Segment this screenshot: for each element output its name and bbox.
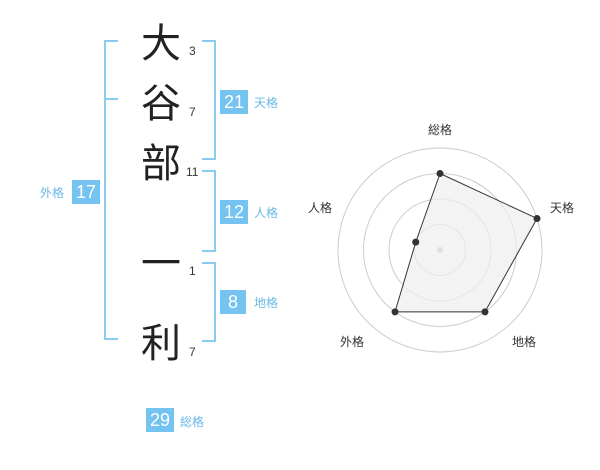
stroke-count-2: 7 (189, 105, 196, 119)
chikaku-bracket (202, 262, 216, 342)
radar-label-jinkaku: 人格 (308, 201, 333, 215)
jinkaku-label: 人格 (254, 206, 279, 220)
stroke-count-1: 3 (189, 44, 196, 58)
gaikaku-value: 17 (72, 180, 100, 204)
stroke-count-4: 1 (189, 264, 196, 278)
radar-label-chikaku: 地格 (512, 335, 537, 349)
tenkaku-bracket (202, 40, 216, 160)
name-char-2: 谷 (141, 81, 181, 127)
radar-polygon (394, 172, 538, 313)
radar-ring (337, 147, 543, 353)
soukaku-label: 総格 (180, 415, 205, 429)
radar-point-1 (436, 170, 444, 177)
radar-chart (337, 147, 543, 353)
tenkaku-value: 21 (220, 90, 248, 114)
chikaku-label: 地格 (254, 296, 279, 310)
radar-point-4 (391, 308, 399, 316)
name-char-4: 一 (141, 241, 181, 287)
tenkaku-label: 天格 (254, 96, 279, 110)
gaikaku-label: 外格 (40, 186, 65, 200)
radar-label-gaikaku: 外格 (340, 335, 365, 349)
radar-point-3 (481, 308, 489, 316)
name-char-5: 利 (141, 321, 181, 367)
jinkaku-value: 12 (220, 200, 248, 224)
radar-label-tenkaku: 天格 (550, 201, 575, 215)
name-char-3: 部 (141, 141, 181, 187)
gaikaku-bracket-tick (104, 98, 118, 100)
radar-point-5 (412, 238, 420, 246)
gaikaku-bracket (104, 40, 118, 340)
chikaku-value: 8 (220, 290, 246, 314)
name-char-1: 大 (141, 21, 181, 67)
soukaku-value: 29 (146, 408, 174, 432)
stroke-count-5: 7 (189, 345, 196, 359)
radar-label-soukaku: 総格 (428, 123, 453, 137)
radar-point-2 (533, 214, 541, 222)
jinkaku-bracket (202, 170, 216, 252)
stroke-count-3: 11 (186, 165, 199, 179)
